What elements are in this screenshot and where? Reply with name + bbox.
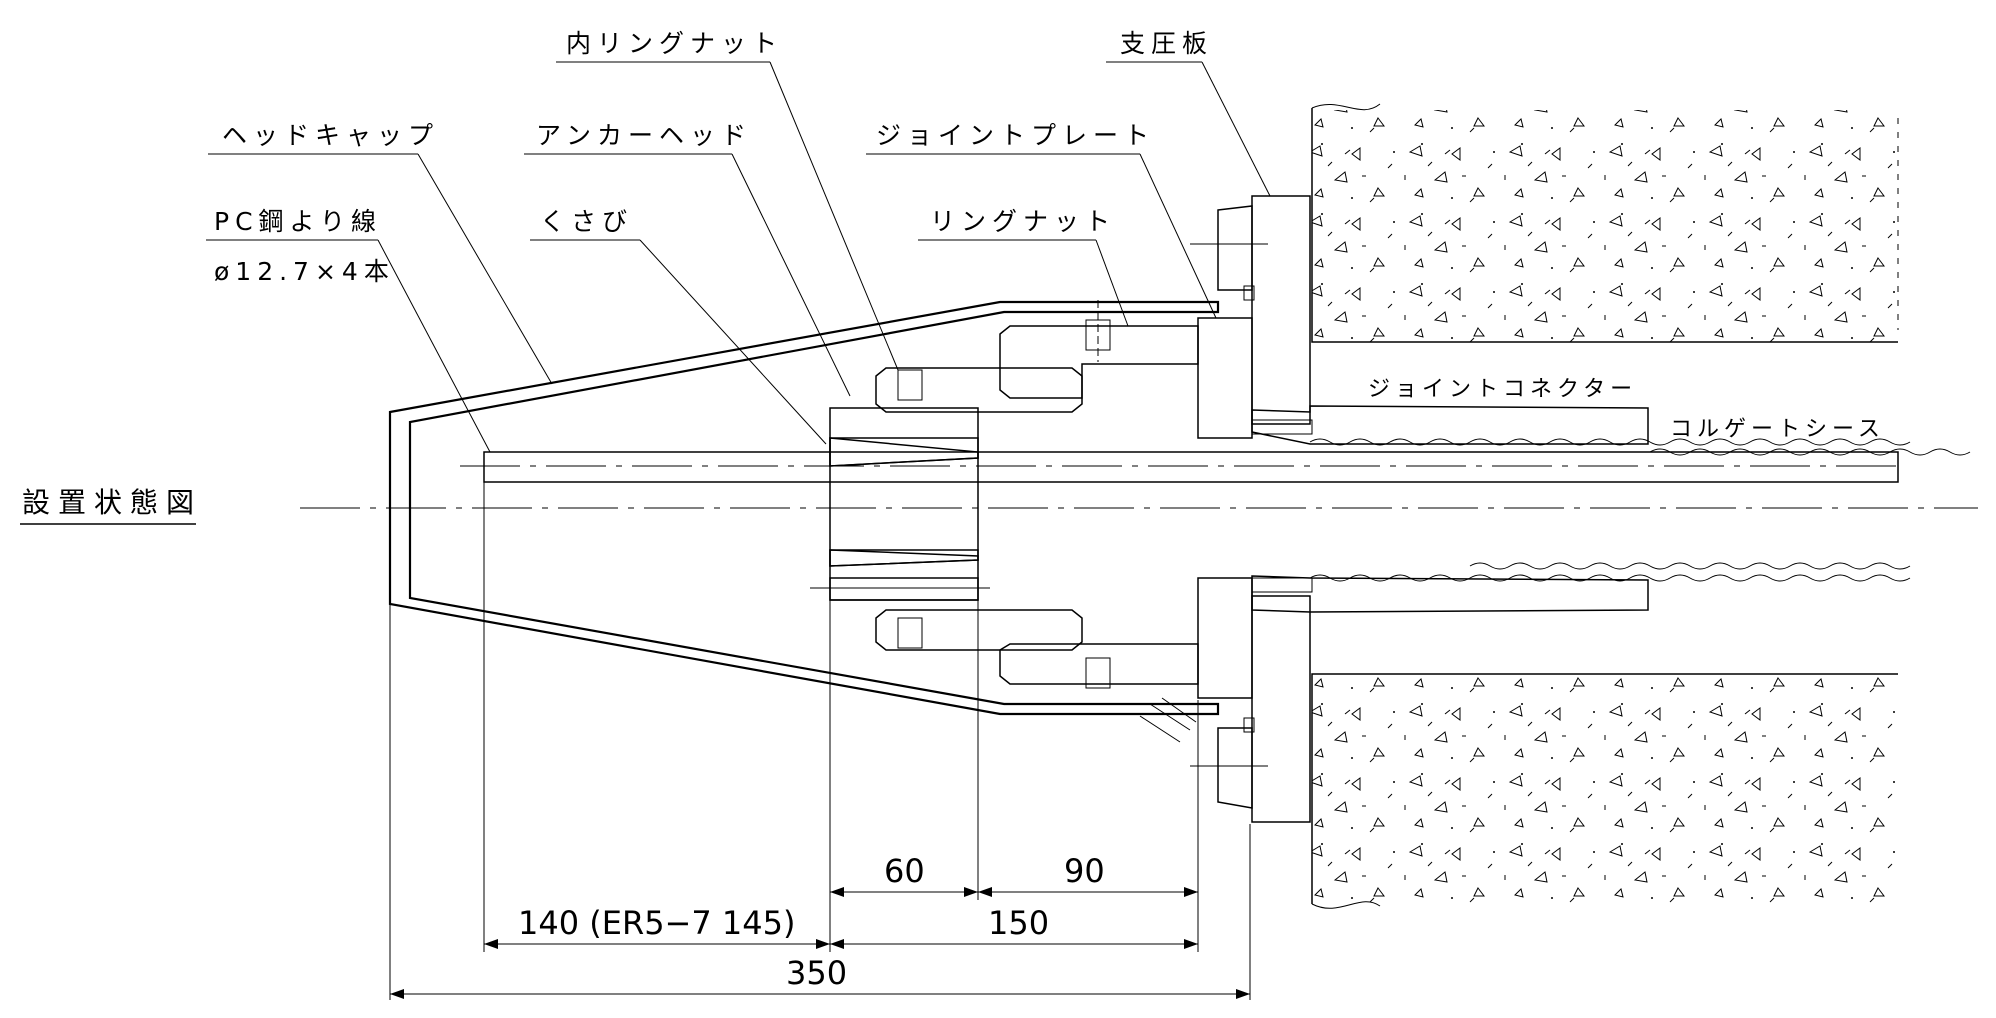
dimension-texts: 60 90 140 (ER5−7 145) 150 350 — [518, 852, 1105, 992]
leader-inner-ring-nut: 内リングナット — [556, 29, 899, 371]
label-strand-spec: ø12.7×4本 — [214, 257, 395, 286]
label-bearing-plate: 支圧板 — [1120, 29, 1213, 58]
head-cap — [388, 300, 1220, 743]
joint-connector — [1251, 405, 1649, 613]
label-ring-nut: リングナット — [930, 207, 1116, 236]
leader-ring-nut: リングナット — [918, 207, 1129, 327]
label-wedge: くさび — [540, 207, 633, 236]
joint-plate — [1197, 317, 1253, 699]
pc-strand — [460, 451, 1899, 483]
concrete-lower — [1311, 673, 1898, 909]
label-pc-strand: PC鋼より線 — [214, 207, 382, 236]
label-joint-connector: ジョイントコネクター — [1368, 377, 1637, 402]
inner-ring-nut — [875, 367, 1083, 651]
title-text: 設置状態図 — [22, 486, 202, 519]
corrugated-sheath — [1309, 438, 1971, 582]
drawing-title: 設置状態図 — [20, 486, 202, 525]
leader-bearing-plate: 支圧板 — [1106, 29, 1271, 197]
dim-140: 140 (ER5−7 145) — [518, 904, 795, 942]
leader-joint-connector: ジョイントコネクター — [1368, 377, 1637, 402]
wedge — [829, 437, 979, 567]
leader-head-cap: ヘッドキャップ — [208, 121, 553, 385]
ring-nut — [999, 300, 1199, 689]
dim-60: 60 — [884, 852, 925, 890]
leader-pc-strand: PC鋼より線 ø12.7×4本 — [206, 207, 491, 453]
label-anchor-head: アンカーヘッド — [536, 121, 752, 150]
dimension-lines — [389, 482, 1251, 1000]
leader-corrugated-sheath: コルゲートシース — [1670, 417, 1885, 442]
label-joint-plate: ジョイントプレート — [876, 121, 1155, 150]
anchor-head — [810, 407, 990, 601]
dim-90: 90 — [1064, 852, 1105, 890]
leader-wedge: くさび — [530, 207, 827, 445]
dim-150: 150 — [988, 904, 1049, 942]
label-head-cap: ヘッドキャップ — [222, 121, 439, 150]
leader-joint-plate: ジョイントプレート — [866, 121, 1217, 319]
label-inner-ring-nut: 内リングナット — [566, 29, 783, 58]
label-corrugated-sheath: コルゲートシース — [1670, 417, 1885, 442]
dim-350: 350 — [786, 954, 847, 992]
concrete-upper — [1311, 103, 1899, 343]
bearing-plate — [1190, 195, 1311, 823]
leader-anchor-head: アンカーヘッド — [524, 121, 851, 397]
